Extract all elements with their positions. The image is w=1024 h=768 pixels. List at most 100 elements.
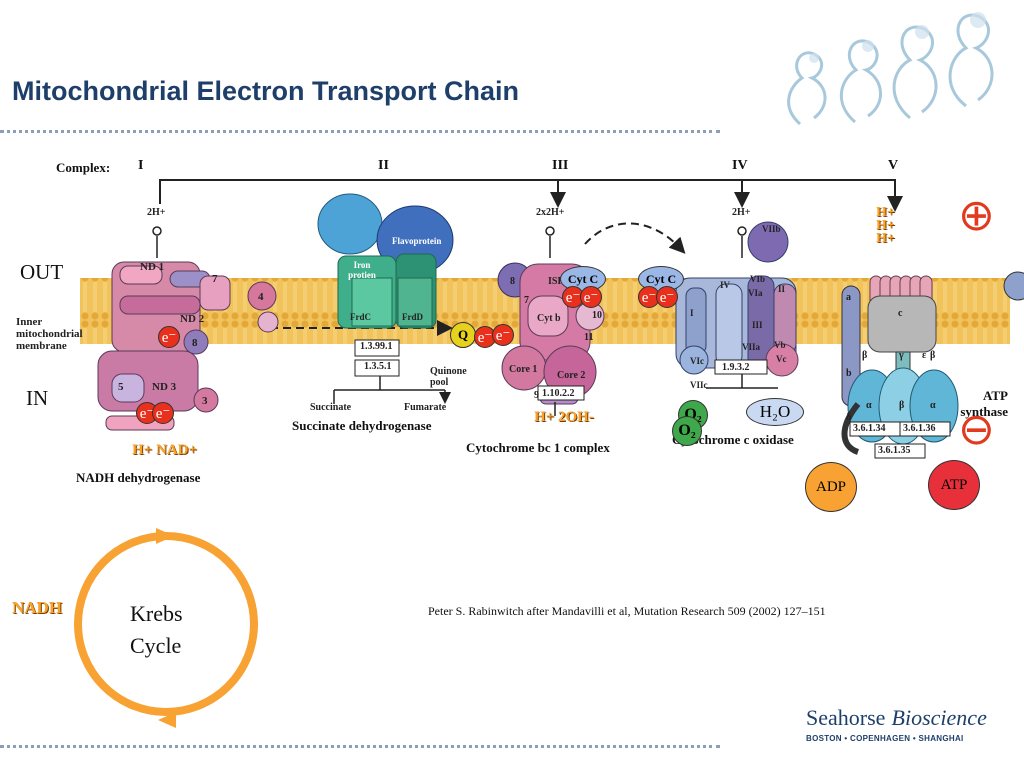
krebs-cycle-label: Krebs Cycle	[130, 601, 183, 658]
negative-charge-icon: ⊖	[958, 404, 995, 455]
complex-i-subunit-nd2: ND 2	[180, 313, 205, 325]
complex-ii-part-iron: Iron protien	[348, 260, 376, 280]
complex-i-subunit-nd1: ND 1	[140, 261, 164, 273]
svg-text:VIb: VIb	[750, 274, 765, 284]
complex-iv-name: Cytochrome c oxidase	[672, 432, 794, 447]
complex-ii-product: Fumarate	[404, 402, 447, 413]
complex-i-name: NADH dehydrogenase	[76, 470, 201, 485]
complex-ii-part-frdd: FrdD	[402, 312, 423, 322]
top-divider	[0, 130, 720, 133]
proton-bracket	[159, 179, 903, 212]
logo-brand2: Bioscience	[891, 705, 987, 730]
complex-numeral-1: I	[138, 158, 144, 173]
svg-text:4: 4	[258, 291, 264, 303]
complex-v-shape	[841, 275, 959, 459]
complex-i-nadh: H+ NAD+	[132, 442, 198, 458]
seahorse-logo: Seahorse Bioscience BOSTON • COPENHAGEN …	[806, 705, 1016, 744]
positive-charge-icon: ⊕	[958, 190, 995, 241]
svg-text:10: 10	[592, 310, 602, 321]
svg-text:c: c	[898, 308, 903, 319]
svg-text:II: II	[778, 284, 786, 294]
svg-text:β: β	[899, 400, 904, 411]
svg-text:a: a	[846, 292, 851, 303]
svg-text:α: α	[866, 400, 872, 411]
complex-numeral-5: V	[888, 158, 899, 173]
water-molecule: H₂O	[746, 398, 804, 426]
complex-v-proton: H+H+H+	[876, 205, 895, 246]
seahorse-decoration	[787, 12, 994, 126]
electron-7: e⁻	[580, 286, 602, 308]
krebs-cycle-ring	[74, 528, 258, 728]
svg-text:α: α	[930, 400, 936, 411]
complex-iv-shape	[675, 221, 799, 389]
complex-iv-ec: 1.9.3.2	[722, 362, 750, 373]
complex-v-ec3: 3.6.1.35	[878, 445, 911, 456]
svg-text:β: β	[930, 350, 935, 361]
svg-text:IV: IV	[720, 280, 731, 290]
complex-iii-proton: 2x2H+	[536, 207, 565, 218]
svg-text:8: 8	[510, 276, 515, 287]
complex-v-name: ATP synthase	[960, 388, 1008, 419]
complex-ii-shape	[317, 193, 454, 404]
complex-iv-proton: 2H+	[732, 207, 751, 218]
svg-text:γ: γ	[898, 350, 904, 361]
svg-text:VIIa: VIIa	[742, 342, 761, 352]
complex-i-subunit-nd3: ND 3	[152, 381, 177, 393]
svg-text:ε: ε	[922, 350, 927, 361]
svg-text:7: 7	[524, 295, 529, 306]
complex-v-ec2: 3.6.1.36	[903, 423, 936, 434]
complex-ii-ec1: 1.3.99.1	[360, 341, 393, 352]
svg-text:Core 2: Core 2	[557, 370, 585, 381]
electron-1: e⁻	[158, 326, 180, 348]
page-title: Mitochondrial Electron Transport Chain	[12, 76, 520, 106]
svg-text:VIIb: VIIb	[762, 224, 781, 234]
ubiquinone-q: Q	[450, 322, 476, 348]
svg-text:5: 5	[118, 381, 124, 393]
svg-text:3: 3	[202, 395, 208, 407]
svg-text:VIc: VIc	[690, 356, 704, 366]
complex-iii-name: Cytochrome bc 1 complex	[466, 440, 610, 455]
complex-numeral-2: II	[378, 158, 389, 173]
nadh-label: NADH	[12, 598, 63, 617]
oxygen-molecule-2: O₂	[672, 416, 702, 446]
logo-brand: Seahorse	[806, 705, 886, 730]
adp-molecule: ADP	[805, 462, 857, 512]
complex-numeral-4: IV	[732, 158, 748, 173]
bottom-divider	[0, 745, 720, 748]
complex-numeral-3: III	[552, 158, 569, 173]
svg-text:III: III	[752, 320, 763, 330]
out-side-label: OUT	[20, 260, 64, 284]
svg-text:Vc: Vc	[776, 354, 787, 364]
svg-text:ISP: ISP	[548, 276, 564, 287]
complex-iii-bottom: H+ 2OH-	[534, 409, 594, 425]
complex-i-shape	[97, 261, 279, 431]
membrane-label: Inner mitochondrial membrane	[16, 316, 83, 352]
svg-text:VIa: VIa	[748, 288, 763, 298]
complex-header-label: Complex:	[56, 160, 111, 175]
in-side-label: IN	[26, 386, 49, 410]
svg-text:9: 9	[534, 390, 539, 401]
svg-text:7: 7	[212, 273, 218, 285]
svg-text:11: 11	[584, 332, 593, 343]
electron-6: e⁻	[562, 286, 584, 308]
svg-text:VIIc: VIIc	[690, 380, 708, 390]
svg-text:Vb: Vb	[774, 340, 786, 350]
svg-text:Cyt b: Cyt b	[537, 313, 561, 324]
etc-figure: ND 1 ND 2 ND 3 4 7 8 5 3	[0, 136, 1024, 522]
electron-5: e⁻	[492, 324, 514, 346]
complex-ii-pool: Quinone pool	[430, 366, 467, 388]
complex-ii-name: Succinate dehydrogenase	[292, 418, 432, 433]
svg-text:β: β	[862, 350, 867, 361]
logo-cities: BOSTON • COPENHAGEN • SHANGHAI	[806, 734, 964, 743]
complex-ii-ec2: 1.3.5.1	[364, 361, 392, 372]
electron-9: e⁻	[656, 286, 678, 308]
etc-diagram-svg: ND 1 ND 2 ND 3 4 7 8 5 3	[80, 179, 1024, 459]
complex-ii-part-flavo: Flavoprotein	[392, 236, 442, 246]
complex-v-ec1: 3.6.1.34	[853, 423, 886, 434]
complex-i-proton: 2H+	[147, 207, 166, 218]
complex-ii-substrate: Succinate	[310, 402, 352, 413]
svg-text:I: I	[690, 308, 694, 318]
svg-text:δ: δ	[846, 412, 851, 423]
svg-text:8: 8	[192, 337, 198, 349]
complex-ii-part-frdc: FrdC	[350, 312, 371, 322]
